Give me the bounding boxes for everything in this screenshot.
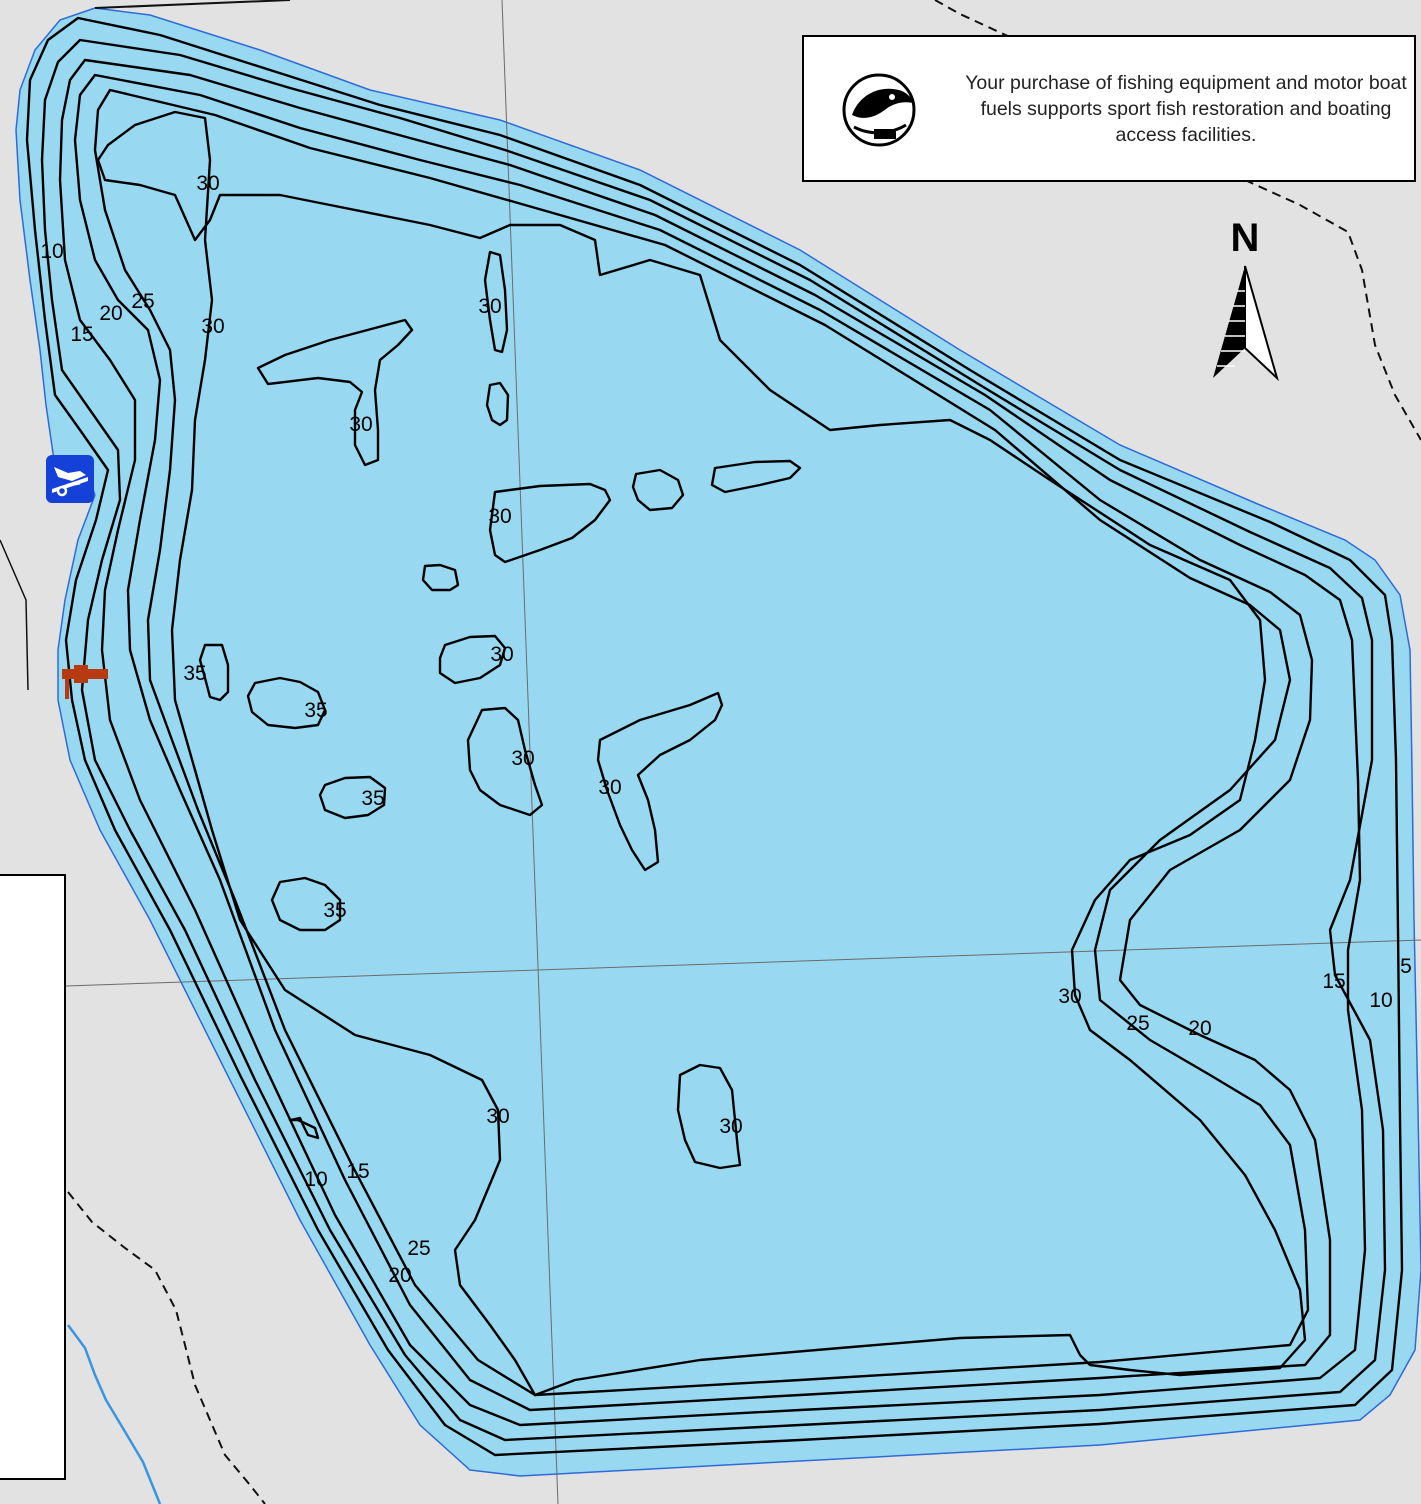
depth-label: 20: [1188, 1017, 1211, 1040]
depth-label: 30: [511, 747, 534, 770]
depth-label: 15: [346, 1160, 369, 1183]
depth-label: 5: [1400, 955, 1412, 978]
shore-road-top: [94, 0, 291, 9]
depth-label: 30: [719, 1115, 742, 1138]
depth-label: 10: [304, 1168, 327, 1191]
roads: [67, 0, 1421, 1504]
depth-label: 35: [183, 662, 206, 685]
dock-icon: [62, 665, 108, 699]
depth-label: 35: [304, 699, 327, 722]
north-letter: N: [1230, 216, 1260, 260]
depth-label: 15: [70, 323, 93, 346]
depth-labels: 30 10 20 25 15 30 30 30 30 30 35 35 30 30 35 35 30 25 20 15…: [40, 172, 1412, 1287]
depth-label: 30: [488, 505, 511, 528]
depth-label: 15: [1322, 970, 1345, 993]
depth-label: 10: [1369, 989, 1392, 1012]
depth-label: 35: [323, 899, 346, 922]
depth-label: 30: [486, 1105, 509, 1128]
lake-water: [15, 7, 1421, 1477]
sport-fish-restoration-logo: [842, 73, 916, 147]
boat-ramp-icon: [46, 455, 94, 503]
depth-label: 30: [478, 295, 501, 318]
depth-label: 25: [407, 1237, 430, 1260]
depth-label: 25: [131, 290, 154, 313]
grid-lines: [65, 0, 1421, 1504]
sport-fish-restoration-banner: Your purchase of fishing equipment and m…: [802, 35, 1416, 182]
depth-label: 30: [1058, 985, 1081, 1008]
depth-label: 35: [361, 787, 384, 810]
depth-label: 30: [490, 643, 513, 666]
north-arrow: N: [1205, 216, 1285, 386]
depth-label: 30: [349, 413, 372, 436]
depth-label: 20: [99, 302, 122, 325]
depth-label: 30: [196, 172, 219, 195]
depth-label: 30: [598, 776, 621, 799]
legend-box: [0, 874, 66, 1480]
banner-text: Your purchase of fishing equipment and m…: [965, 72, 1407, 146]
depth-label: 20: [388, 1264, 411, 1287]
depth-label: 10: [40, 240, 63, 263]
stream: [66, 1324, 162, 1504]
depth-label: 25: [1126, 1012, 1149, 1035]
left-road: [0, 539, 29, 691]
north-arrow-icon: [1213, 265, 1279, 382]
depth-label: 30: [201, 315, 224, 338]
contours: [25, 16, 1404, 1457]
